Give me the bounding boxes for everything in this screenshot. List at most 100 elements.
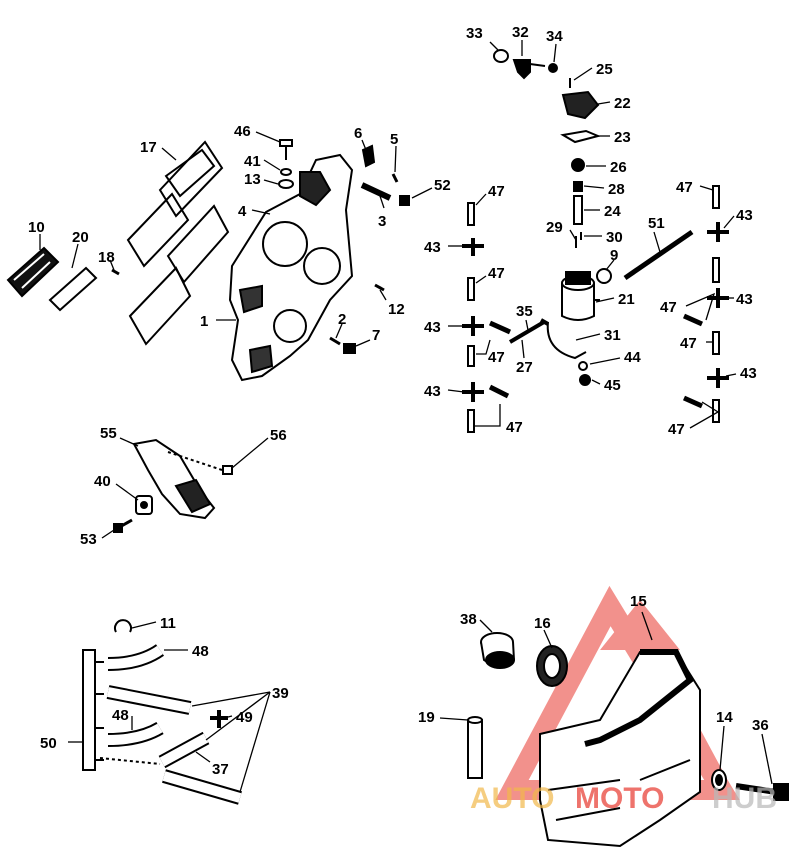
callout-32: 32	[512, 24, 529, 41]
part-46-bolt	[279, 139, 293, 160]
callout-36: 36	[752, 717, 769, 734]
callout-19: 19	[418, 709, 435, 726]
part-28-spring	[573, 181, 583, 192]
watermark-hub: HUB	[712, 782, 777, 815]
callout-14: 14	[716, 709, 733, 726]
callout-22: 22	[614, 95, 631, 112]
tank-group	[467, 632, 789, 848]
part-51-rod	[623, 229, 694, 281]
callout-47: 47	[488, 349, 505, 366]
callout-6: 6	[354, 125, 362, 142]
part-12-screw	[374, 283, 385, 292]
callout-41: 41	[244, 153, 261, 170]
callout-44: 44	[624, 349, 641, 366]
part-43-tee	[462, 382, 484, 402]
block-mount-pad	[238, 284, 263, 314]
callout-30: 30	[606, 229, 623, 246]
callout-47: 47	[668, 421, 685, 438]
cylinder-bore-bottom	[273, 309, 307, 343]
callout-47: 47	[660, 299, 677, 316]
part-5-screw	[391, 173, 399, 183]
callout-11: 11	[160, 615, 176, 632]
callout-28: 28	[608, 181, 625, 198]
part-43-tee	[707, 288, 729, 308]
part-18-screw	[111, 268, 120, 276]
part-9-oring	[596, 268, 612, 284]
callout-1: 1	[200, 313, 208, 330]
hose-bracket-group	[82, 619, 242, 805]
callout-48: 48	[112, 707, 129, 724]
part-16-seal	[536, 645, 568, 687]
callout-31: 31	[604, 327, 621, 344]
callout-33: 33	[466, 25, 483, 42]
part-3-spring	[360, 182, 392, 201]
part-11-clamp	[114, 619, 132, 633]
part-33-cap	[493, 49, 509, 63]
callout-37: 37	[212, 761, 229, 778]
cylinder-bore-upper	[262, 221, 308, 267]
part-47-hose	[712, 185, 720, 209]
watermark-auto: AUTO	[470, 782, 554, 815]
part-7-plug	[343, 343, 356, 354]
callout-43: 43	[424, 383, 441, 400]
part-32-fitting	[512, 59, 531, 80]
callout-38: 38	[460, 611, 477, 628]
part-47-hose	[467, 409, 475, 433]
callout-47: 47	[680, 335, 697, 352]
part-20-gasket	[48, 266, 98, 312]
part-43-tee	[462, 238, 484, 256]
callout-52: 52	[434, 177, 451, 194]
callout-47: 47	[488, 265, 505, 282]
part-6-clip	[361, 144, 376, 168]
part-47-hose	[467, 345, 475, 367]
part-47-hose	[712, 257, 720, 283]
block-mount-pad-lower	[248, 344, 274, 374]
part-35-hose	[540, 318, 549, 326]
part-47-hose-diag	[682, 313, 704, 327]
callout-39: 39	[272, 685, 289, 702]
part-10-reed-plate	[6, 246, 60, 298]
fuel-hose-column-right	[682, 185, 729, 423]
bracket-group	[113, 438, 233, 533]
callout-47: 47	[488, 183, 505, 200]
part-45-nut	[579, 374, 591, 386]
part-52-plug	[399, 195, 410, 206]
part-53-bolt	[113, 518, 133, 533]
part-31-wire	[546, 321, 587, 360]
callout-48: 48	[192, 643, 209, 660]
callout-23: 23	[614, 129, 631, 146]
leader-lines	[39, 40, 773, 793]
callout-43: 43	[740, 365, 757, 382]
callout-10: 10	[28, 219, 45, 236]
cylinder-bore-lower	[303, 247, 341, 285]
callout-5: 5	[390, 131, 398, 148]
part-41-washer	[280, 168, 292, 176]
callout-40: 40	[94, 473, 111, 490]
callout-56: 56	[270, 427, 287, 444]
part-27-hose	[508, 320, 546, 344]
part-24-plunger	[573, 195, 583, 225]
fuel-pump-group	[493, 49, 694, 386]
part-21-solenoid	[561, 271, 600, 321]
callout-43: 43	[424, 319, 441, 336]
callout-35: 35	[516, 303, 533, 320]
part-47-hose	[712, 331, 720, 355]
callout-17: 17	[140, 139, 157, 156]
part-22-valve-body	[561, 90, 600, 120]
cylinder-block-group	[228, 139, 410, 382]
callout-47: 47	[676, 179, 693, 196]
callout-53: 53	[80, 531, 97, 548]
callout-43: 43	[736, 207, 753, 224]
callout-24: 24	[604, 203, 621, 220]
callout-25: 25	[596, 61, 613, 78]
callout-51: 51	[648, 215, 665, 232]
part-47-hose	[712, 399, 720, 423]
watermark-moto: MOTO	[575, 782, 664, 815]
callout-50: 50	[40, 735, 57, 752]
part-43-tee	[707, 222, 729, 242]
part-47-hose-diag	[488, 320, 512, 335]
callout-43: 43	[736, 291, 753, 308]
